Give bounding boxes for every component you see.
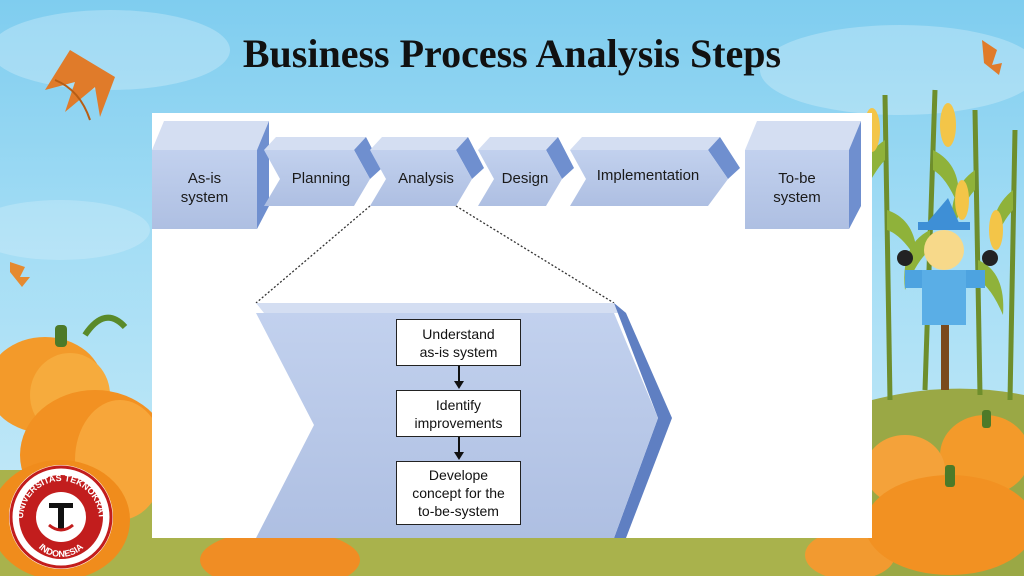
slide-title: Business Process Analysis Steps: [242, 31, 782, 76]
step-design-label: Design: [501, 170, 549, 187]
step-to-be-label: To-be system: [773, 170, 821, 206]
step-implementation-shape: [570, 137, 740, 206]
expansion-line-left: [255, 205, 371, 304]
step-design-shape: [478, 137, 574, 206]
analysis-substep-understand: Understand as-is system: [396, 319, 521, 366]
step-planning-label: Planning: [291, 170, 351, 187]
step-analysis-shape: [370, 137, 484, 206]
analysis-substep-develope: Develope concept for the to-be-system: [396, 461, 521, 525]
flow-arrows: [454, 366, 464, 460]
pumpkin-right-group: [865, 410, 1024, 575]
scarecrow: [897, 198, 998, 390]
expansion-line-right: [455, 205, 615, 304]
leaf-decoration: [10, 40, 1002, 287]
diagram-panel: As-is system Planning Analysis Design Im…: [152, 113, 872, 538]
step-to-be-shape: [745, 121, 861, 229]
step-analysis-label: Analysis: [398, 170, 454, 187]
analysis-substep-identify: Identify improvements: [396, 390, 521, 437]
university-logo: UNIVERSITAS TEKNOKRAT INDONESIA: [9, 465, 113, 569]
step-implementation-label: Implementation: [596, 167, 700, 184]
step-as-is-label: As-is system: [180, 170, 229, 206]
step-planning-shape: [264, 137, 382, 206]
